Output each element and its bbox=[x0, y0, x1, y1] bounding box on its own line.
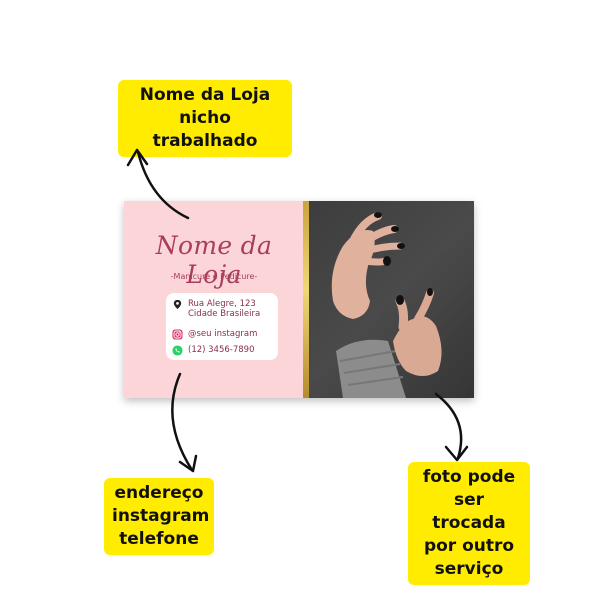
store-niche: -Manicure e Pedicure- bbox=[170, 272, 258, 281]
whatsapp-icon bbox=[172, 345, 183, 356]
callout-line: serviço bbox=[434, 558, 504, 579]
phone-row: (12) 3456-7890 bbox=[172, 345, 254, 356]
callout-line: Nome da Loja bbox=[139, 85, 271, 105]
callout-line: instagram bbox=[112, 505, 210, 526]
hands-illustration bbox=[331, 212, 442, 398]
callout-contact-info: endereço instagram telefone bbox=[104, 478, 214, 555]
phone-number: (12) 3456-7890 bbox=[188, 345, 255, 355]
callout-line: ser trocada bbox=[432, 489, 506, 533]
arrow-to-store-name bbox=[136, 150, 190, 220]
callout-line: por outro bbox=[423, 535, 515, 556]
callout-line: nicho trabalhado bbox=[152, 107, 258, 151]
location-pin-icon bbox=[173, 299, 182, 310]
address-text: Rua Alegre, 123 Cidade Brasileira bbox=[188, 299, 260, 319]
instagram-icon bbox=[172, 329, 183, 340]
instagram-handle: @seu instagram bbox=[188, 329, 258, 339]
business-card: Nome da Loja -Manicure e Pedicure- Rua A… bbox=[124, 201, 474, 398]
arrow-to-photo-callout bbox=[434, 392, 463, 460]
callout-line: endereço bbox=[114, 483, 204, 503]
address-line-2: Cidade Brasileira bbox=[188, 309, 261, 320]
address-row: Rua Alegre, 123 Cidade Brasileira bbox=[172, 299, 260, 319]
callout-store-name: Nome da Loja nicho trabalhado bbox=[118, 80, 292, 157]
address-line-1: Rua Alegre, 123 bbox=[188, 299, 256, 309]
callout-line: foto pode bbox=[422, 467, 516, 487]
contact-box: Rua Alegre, 123 Cidade Brasileira @seu i… bbox=[166, 293, 278, 360]
callout-photo: foto pode ser trocada por outro serviço bbox=[408, 462, 530, 585]
instagram-row: @seu instagram bbox=[172, 329, 257, 340]
callout-line: telefone bbox=[119, 528, 199, 549]
store-name: Nome da Loja bbox=[155, 231, 273, 289]
hands-photo bbox=[308, 201, 474, 398]
arrow-to-contact-callout bbox=[171, 372, 194, 472]
gold-divider bbox=[303, 201, 309, 398]
